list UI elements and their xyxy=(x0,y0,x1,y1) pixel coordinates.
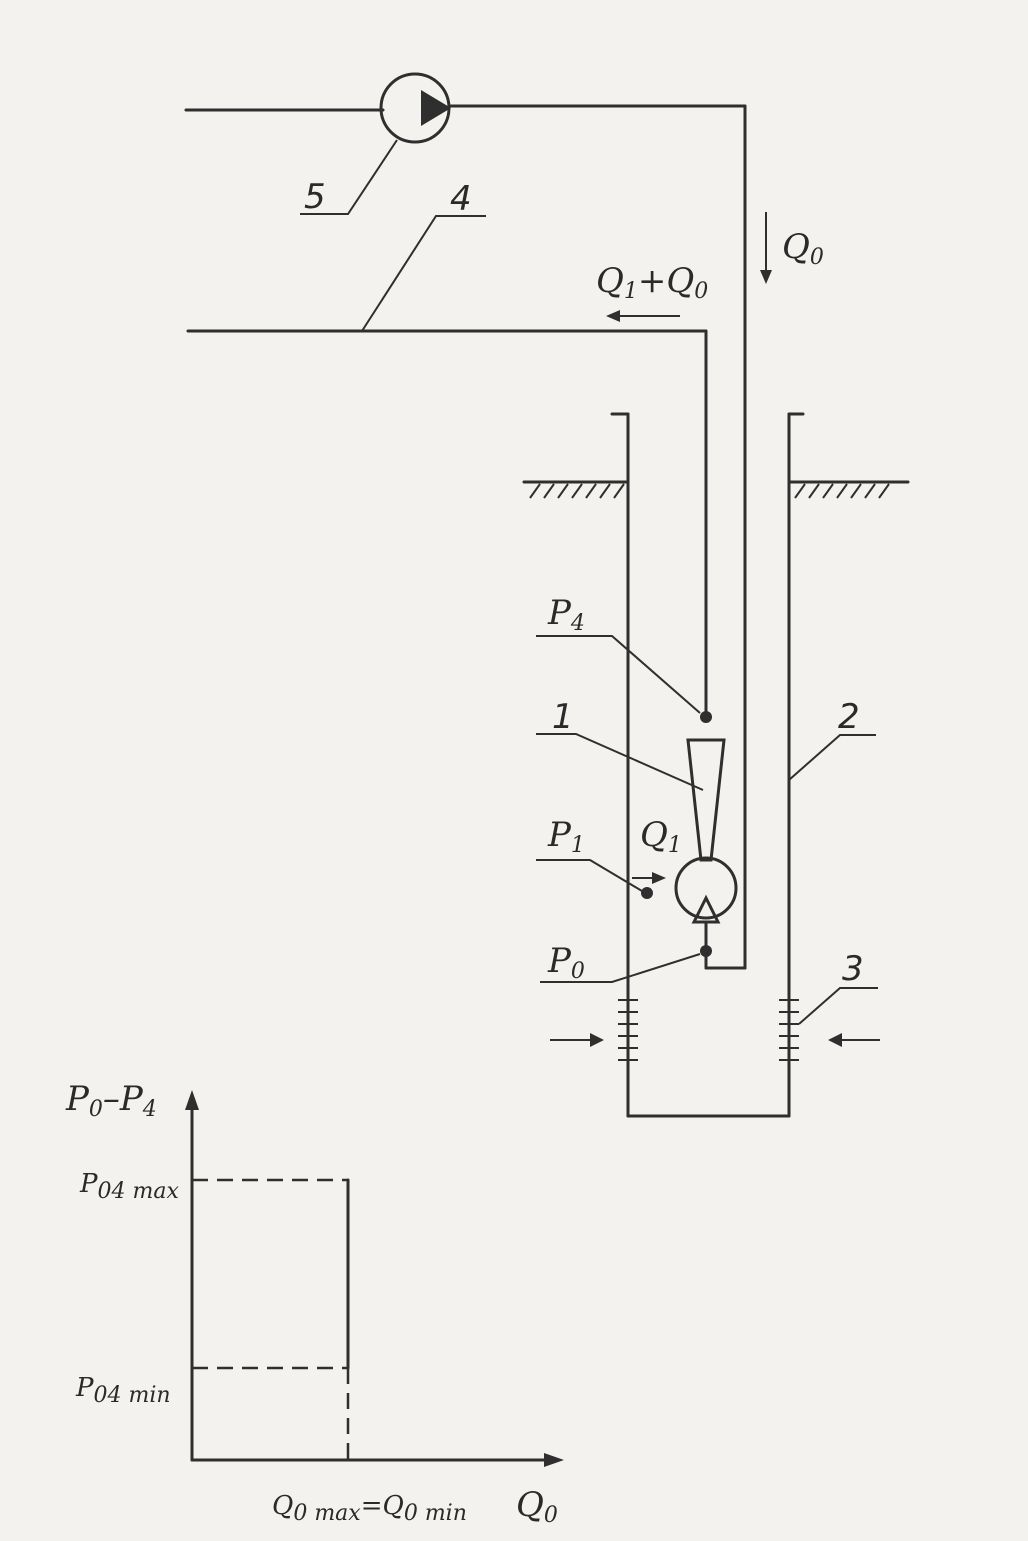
callout-3: 3 xyxy=(842,949,864,989)
inflow-arrow-left xyxy=(550,1033,604,1047)
leader-p0 xyxy=(540,953,701,983)
p0-tap-point xyxy=(700,945,712,957)
leader-p1 xyxy=(536,859,643,892)
ground-right xyxy=(787,480,910,499)
pump xyxy=(379,72,451,144)
leader-1 xyxy=(536,733,704,791)
return-pipe xyxy=(186,329,708,714)
graph-y-label: P0–P4 xyxy=(65,1079,157,1122)
graph-q0-tick-label: Q0 max=Q0 min xyxy=(272,1491,467,1526)
callout-1: 1 xyxy=(552,697,574,737)
callout-5: 5 xyxy=(304,177,326,217)
callout-2: 2 xyxy=(838,697,860,737)
p4-label: P4 xyxy=(547,593,585,636)
leader-2 xyxy=(788,734,876,781)
suction-flow-arrow xyxy=(632,872,666,884)
y-axis-arrowhead xyxy=(185,1090,199,1110)
supply-flow-arrow xyxy=(760,212,772,284)
p1-label: P1 xyxy=(547,815,585,858)
return-flow-label: Q1+Q0 xyxy=(596,261,708,304)
leader-4 xyxy=(361,215,486,332)
graph-pmin-label: P04 min xyxy=(75,1373,171,1408)
callout-4: 4 xyxy=(450,179,472,219)
ejector-chamber xyxy=(674,856,738,920)
leader-3 xyxy=(798,987,878,1025)
graph-x-label: Q0 xyxy=(516,1485,558,1528)
supply-flow-label: Q0 xyxy=(782,227,824,270)
filter-left xyxy=(618,999,638,1061)
suction-flow-label: Q1 xyxy=(640,815,682,858)
graph: P0–P4 P04 max P04 min Q0 max=Q0 min Q0 xyxy=(65,1079,564,1528)
inflow-arrow-right xyxy=(828,1033,880,1047)
p4-tap-point xyxy=(700,711,712,723)
p0-label: P0 xyxy=(547,941,585,984)
p1-tap-point xyxy=(641,887,653,899)
ejector xyxy=(674,738,738,948)
graph-pmax-label: P04 max xyxy=(79,1169,179,1204)
leader-p4 xyxy=(536,635,701,714)
leader-5 xyxy=(300,139,398,215)
ejector-diffuser xyxy=(686,738,726,862)
pump-triangle-icon xyxy=(421,90,451,126)
return-flow-arrow xyxy=(606,310,680,322)
x-axis-arrowhead xyxy=(544,1453,564,1467)
supply-pipe xyxy=(184,104,747,970)
ground-left xyxy=(522,480,630,499)
filter-right xyxy=(779,999,799,1061)
